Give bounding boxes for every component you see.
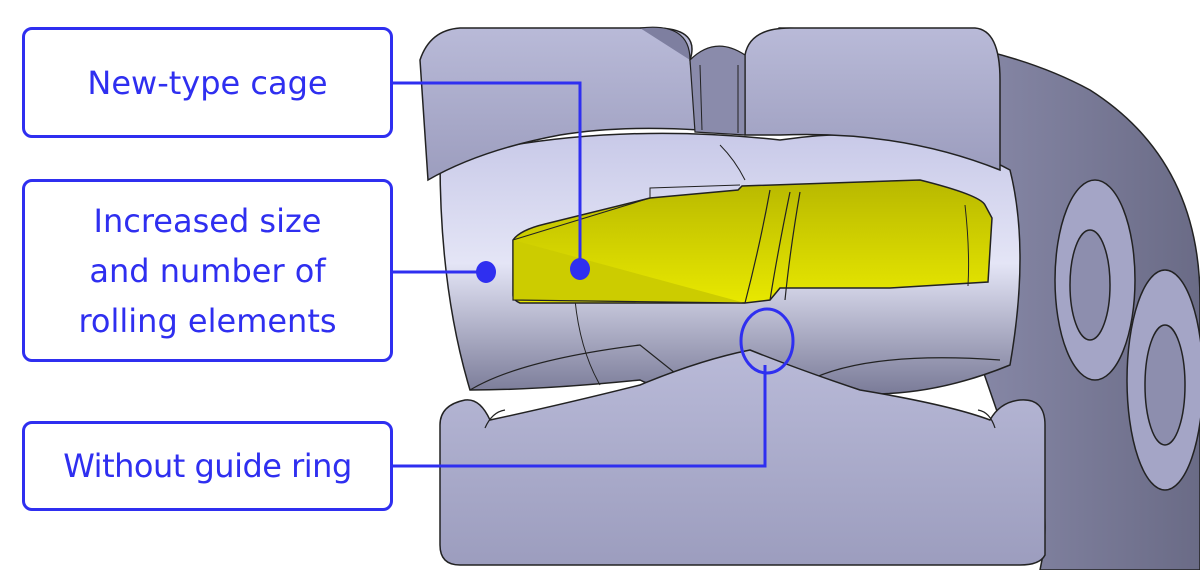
- new-type-cage: [512, 179, 993, 304]
- callout-rolling-elements: Increased size and number of rolling ele…: [22, 179, 393, 362]
- callout-without-guide-ring: Without guide ring: [22, 421, 393, 511]
- leader-cage: [393, 81, 582, 268]
- annotation-leaders: [393, 81, 795, 468]
- callout-line-1: Increased size: [93, 201, 322, 240]
- leader-guide: [393, 365, 767, 468]
- guide-ring-highlight-circle: [739, 307, 795, 375]
- callout-label: Without guide ring: [63, 447, 352, 485]
- lubrication-hole: [689, 45, 746, 136]
- callout-label: New-type cage: [87, 63, 328, 102]
- rolling-target-dot: [476, 261, 496, 283]
- outer-ring-left-block: [419, 26, 701, 182]
- inner-ring: [439, 349, 1046, 566]
- callout-line-3: rolling elements: [78, 301, 337, 340]
- callout-new-type-cage: New-type cage: [22, 27, 393, 138]
- cage-target-dot: [570, 258, 590, 280]
- annotation-dots: [570, 258, 590, 280]
- outer-ring-right-block: [744, 27, 1001, 172]
- callout-line-2: and number of: [89, 251, 326, 290]
